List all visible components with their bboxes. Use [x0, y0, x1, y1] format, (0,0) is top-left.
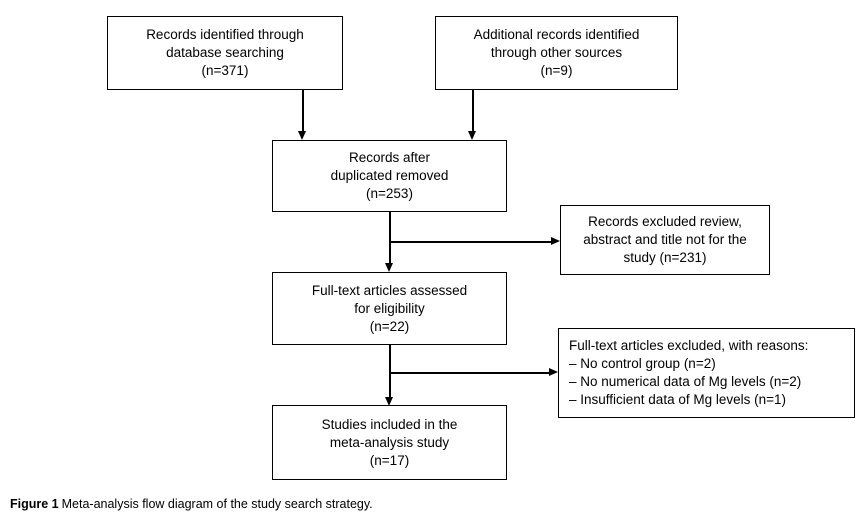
arrow-right-icon — [549, 368, 558, 376]
box-line: duplicated removed — [330, 168, 449, 183]
arrow-deduplicated-to-fulltext-line — [389, 212, 391, 264]
box-records-identified: Records identified through database sear… — [107, 16, 343, 90]
box-line: Full-text articles excluded, with reason… — [569, 338, 809, 353]
box-fulltext-excluded: Full-text articles excluded, with reason… — [558, 328, 855, 418]
arrow-to-fulltext-excluded-line — [389, 372, 549, 374]
arrow-down-icon — [298, 131, 306, 140]
box-line: database searching — [166, 45, 284, 60]
arrow-down-icon — [385, 397, 393, 406]
box-count: (n=22) — [369, 318, 410, 334]
box-count: (n=17) — [369, 452, 410, 468]
box-count: study (n=231) — [623, 250, 707, 265]
box-additional-records: Additional records identified through ot… — [435, 16, 678, 90]
box-studies-included: Studies included in the meta-analysis st… — [272, 405, 507, 480]
arrow-down-icon — [468, 131, 476, 140]
caption-text: Meta-analysis flow diagram of the study … — [61, 497, 373, 511]
box-records-after-duplicates: Records after duplicated removed (n=253) — [272, 140, 507, 212]
arrow-to-records-excluded-line — [389, 241, 551, 243]
box-line: through other sources — [490, 45, 623, 60]
box-count: (n=371) — [201, 63, 249, 78]
box-count: (n=253) — [366, 186, 413, 201]
box-line: Studies included in the — [321, 416, 458, 432]
box-fulltext-assessed: Full-text articles assessed for eligibil… — [272, 272, 507, 345]
box-line: Records after — [348, 150, 431, 165]
box-reason: – Insufficient data of Mg levels (n=1) — [569, 392, 786, 407]
box-reason: – No control group (n=2) — [569, 356, 716, 371]
box-records-excluded: Records excluded review, abstract and ti… — [560, 205, 770, 275]
arrow-fulltext-to-included-line — [389, 345, 391, 397]
box-reason: – No numerical data of Mg levels (n=2) — [569, 374, 802, 389]
arrow-down-icon — [385, 263, 393, 272]
box-line: Additional records identified — [473, 27, 640, 42]
box-line: for eligibility — [354, 300, 425, 316]
box-line: Records identified through — [146, 27, 304, 42]
box-line: Records excluded review, — [588, 214, 742, 229]
box-line: abstract and title not for the — [583, 232, 747, 247]
box-line: meta-analysis study — [329, 434, 450, 450]
arrow-additional-to-deduplicated-line — [472, 90, 474, 131]
box-count: (n=9) — [540, 63, 573, 78]
box-line: Full-text articles assessed — [311, 282, 468, 298]
arrow-identified-to-deduplicated-line — [302, 90, 304, 131]
figure-label: Figure 1 — [10, 497, 59, 511]
arrow-right-icon — [551, 237, 560, 245]
